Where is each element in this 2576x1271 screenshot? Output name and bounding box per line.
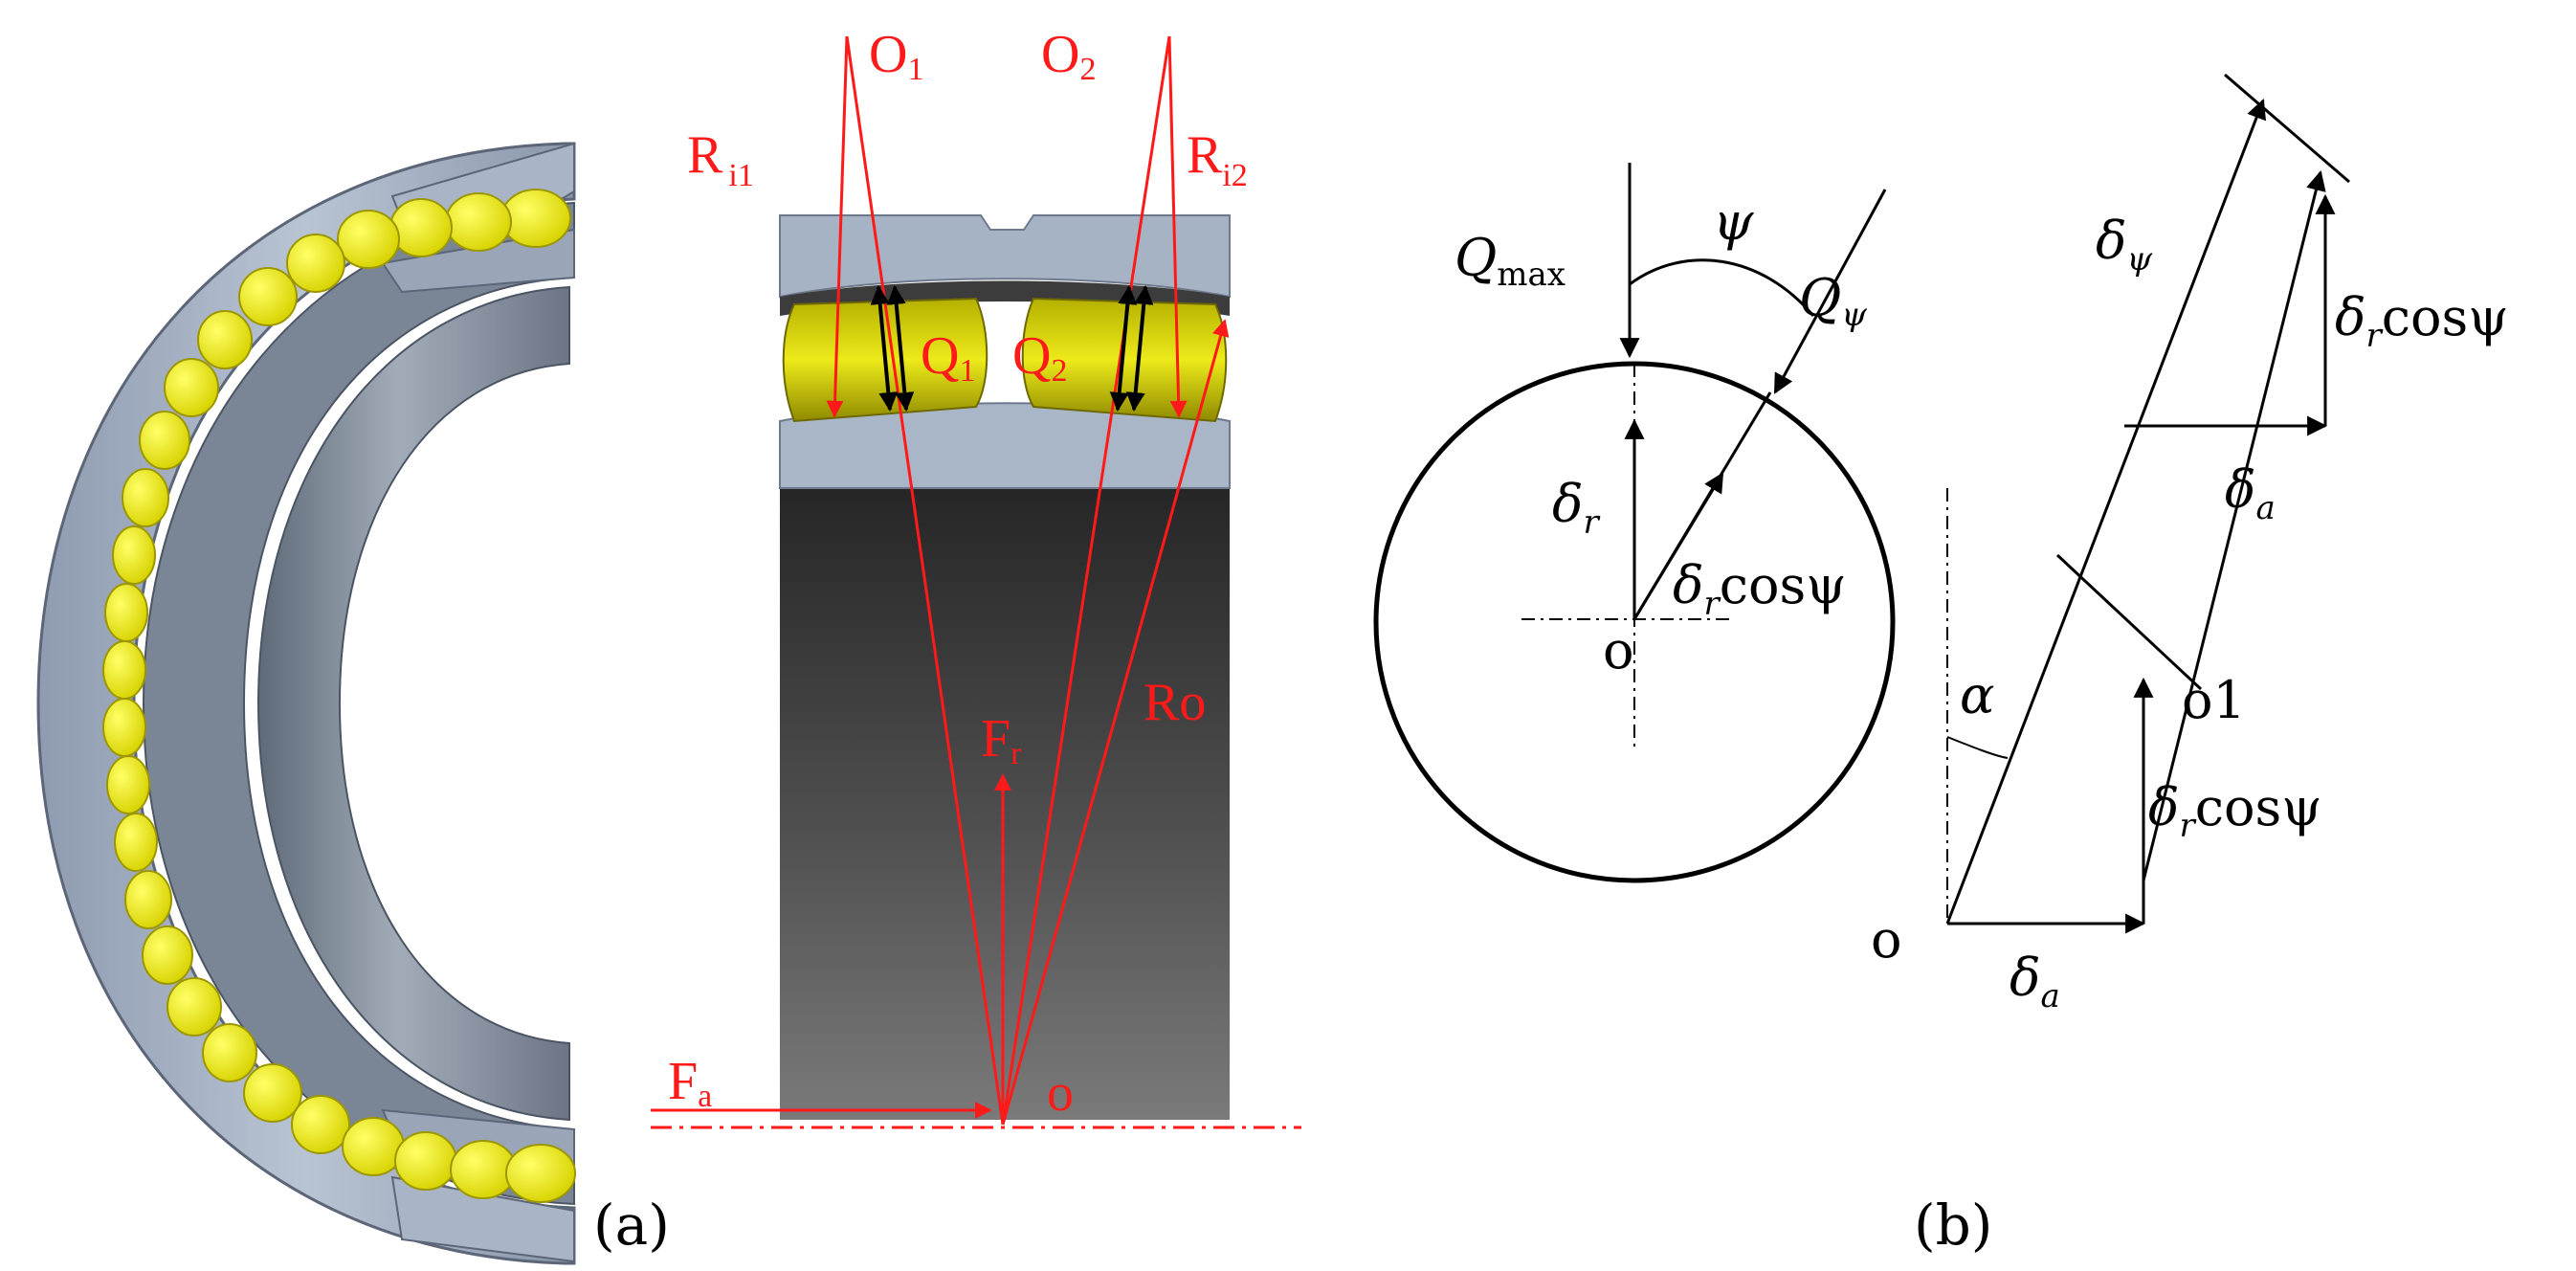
bearing-cross-section [651, 214, 1301, 1129]
caption-b: (b) [1914, 1193, 1992, 1258]
label-delta-r-cospsi-bottom: δrcosψ [2148, 777, 2322, 845]
bearing-3d-cutaway [36, 142, 576, 1265]
label-delta-r-cospsi-circle: δrcosψ [1673, 555, 1847, 623]
label-fa: Fa [668, 1052, 712, 1114]
caption-a: (a) [593, 1193, 670, 1258]
label-o-circle: o [1603, 620, 1634, 680]
label-psi: ψ [1713, 191, 1754, 252]
displacement-labels: δψ δrcosψ δa α o1 δrcosψ o δa [1871, 211, 2509, 1015]
force-lines [651, 35, 1230, 1126]
label-delta-a-top: δa [2225, 459, 2276, 527]
label-delta-a-bottom: δa [2010, 948, 2060, 1015]
label-delta-r-cospsi-top: δrcosψ [2335, 287, 2509, 355]
label-fr: Fr [981, 709, 1022, 771]
roller-set [102, 189, 576, 1203]
label-o1-vector: o1 [2182, 670, 2246, 730]
displacement-diagram [1945, 73, 2350, 934]
label-q1: Q1 [921, 326, 975, 389]
contact-force-arrows [870, 285, 1154, 412]
label-delta-r-circle: δr [1552, 474, 1601, 542]
label-qpsi: Qψ [1799, 268, 1867, 334]
load-circle-labels: Qmax ψ Qψ δr δrcosψ o [1455, 191, 1867, 680]
label-ri2: Ri2 [1187, 125, 1248, 193]
label-ro: Ro [1144, 673, 1206, 732]
label-o-origin: o [1047, 1063, 1074, 1123]
label-q2: Q2 [1012, 326, 1067, 389]
label-qmax: Qmax [1455, 228, 1566, 294]
label-o2: O2 [1041, 25, 1096, 87]
load-circle-diagram [1373, 163, 1896, 883]
label-o1: O1 [869, 25, 923, 87]
label-o-vector: o [1871, 909, 1902, 970]
label-alpha: α [1960, 665, 1994, 725]
label-delta-psi: δψ [2096, 211, 2153, 279]
